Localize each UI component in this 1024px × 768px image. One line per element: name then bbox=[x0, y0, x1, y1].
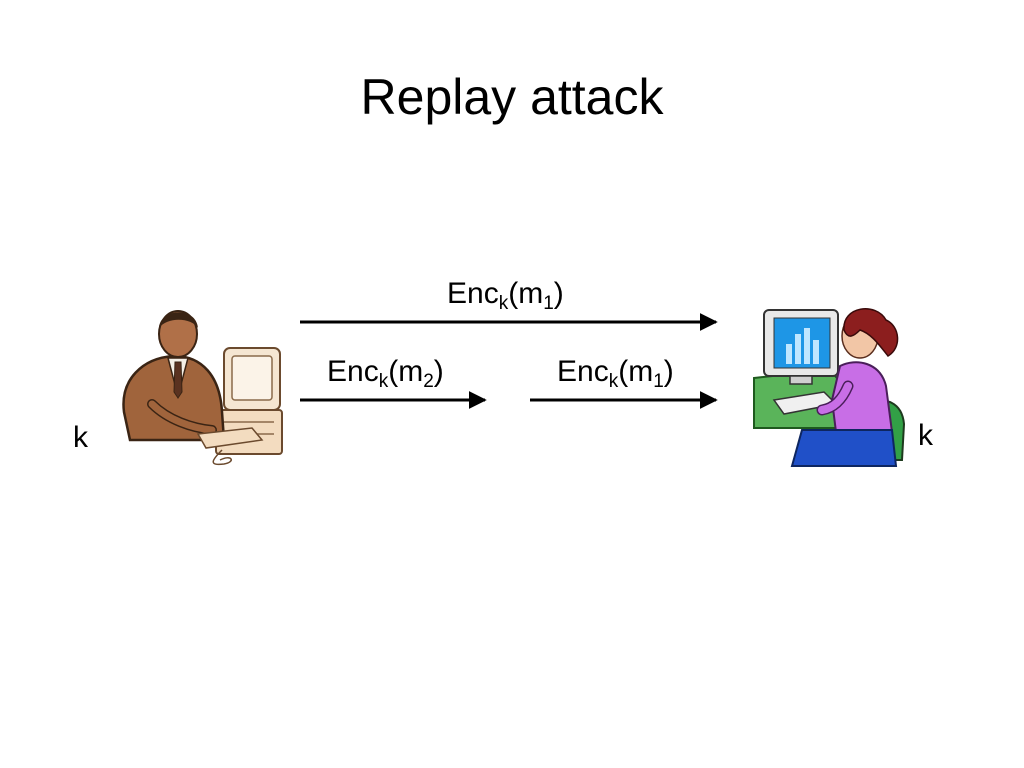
message-label-top: Enck(m1) bbox=[447, 277, 564, 314]
message-label-left: Enck(m2) bbox=[327, 355, 444, 392]
sender-key-label: k bbox=[73, 421, 88, 454]
message-label-right: Enck(m1) bbox=[557, 355, 674, 392]
receiver-key-label: k bbox=[918, 419, 933, 452]
slide-title: Replay attack bbox=[360, 69, 664, 125]
man-at-computer-icon bbox=[122, 310, 283, 466]
woman-at-computer-icon bbox=[753, 308, 906, 467]
